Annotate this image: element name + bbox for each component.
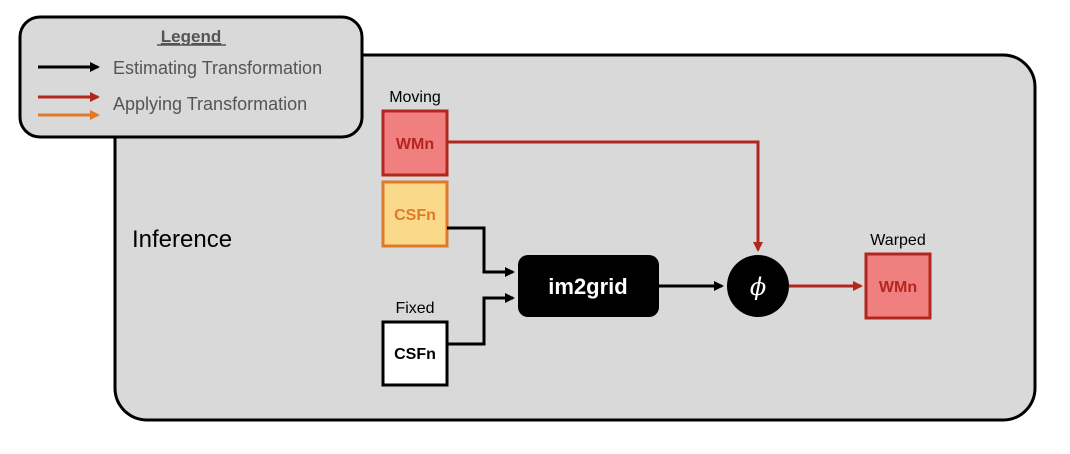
moving-csfn-box [381, 180, 449, 248]
inference-panel [113, 53, 1037, 422]
warped-wmn-box [864, 252, 932, 320]
im2grid-label: im2grid [548, 274, 627, 299]
moving-csfn-label: CSFn [394, 207, 436, 224]
phi-node [727, 255, 789, 317]
legend-label-estimating: Estimating Transformation [113, 58, 322, 78]
arrow-moving-csfn-to-im2grid [447, 226, 515, 277]
moving-wmn-box [381, 109, 449, 177]
fixed-csfn-box [381, 320, 449, 387]
moving-wmn-label: WMn [396, 136, 434, 153]
moving-caption: Moving [389, 89, 441, 106]
inference-label: Inference [132, 226, 232, 253]
legend-box [18, 15, 364, 139]
fixed-caption: Fixed [395, 300, 434, 317]
warped-caption: Warped [870, 232, 925, 249]
legend-label-applying: Applying Transformation [113, 94, 307, 114]
im2grid-box [518, 255, 659, 317]
arrow-fixed-csfn-to-im2grid [447, 293, 515, 346]
warped-wmn-label: WMn [879, 279, 917, 296]
legend-title: Legend [161, 27, 221, 46]
phi-label: ϕ [750, 273, 766, 301]
fixed-csfn-label: CSFn [394, 346, 436, 363]
arrow-moving-wmn-to-phi [447, 140, 763, 252]
